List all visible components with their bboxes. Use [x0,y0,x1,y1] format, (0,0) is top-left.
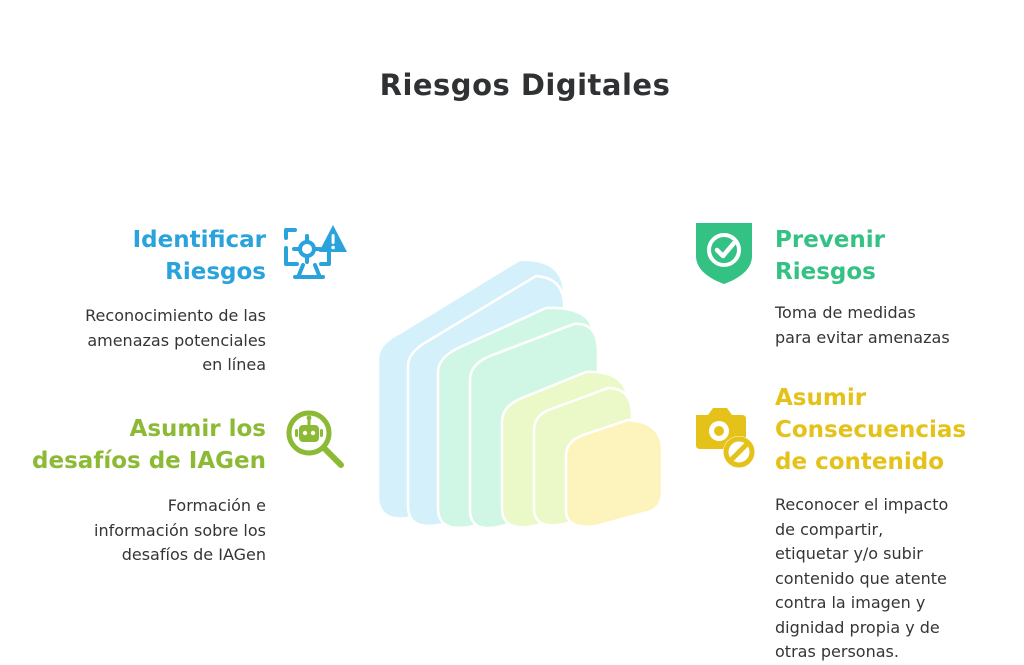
identify-risks-heading: Identificar Riesgos [20,224,266,288]
layered-stack-graphic [378,258,664,530]
heading-line: Riesgos [165,259,266,285]
diagram-title: Riesgos Digitales [379,68,671,102]
heading-line: Asumir [775,385,867,411]
consequences-heading: Asumir Consecuencias de contenido [775,382,1015,478]
identify-risks-description: Reconocimiento de las amenazas potencial… [20,304,266,378]
heading-line: desafíos de IAGen [32,448,266,474]
desc-line: contenido que atente [775,568,947,588]
desc-line: Reconocer el impacto [775,495,949,514]
desc-line: en línea [202,355,266,374]
monitor-warning-icon [284,225,347,279]
stack-layer [564,418,664,528]
heading-line: Riesgos [775,259,876,285]
consequences-description: Reconocer el impacto de compartir, etiqu… [775,493,1015,665]
desc-line: etiquetar y/o subir [775,544,923,563]
desc-line: Reconocimiento de las [85,306,266,325]
assume-challenges-heading: Asumir los desafíos de IAGen [0,413,266,477]
desc-line: amenazas potenciales [87,330,266,350]
heading-line: Asumir los [129,416,266,442]
heading-line: de contenido [775,449,944,475]
desc-line: desafíos de IAGen [121,545,266,564]
prevent-risks-heading: Prevenir Riesgos [775,224,1015,288]
heading-line: Consecuencias [775,417,967,443]
desc-line: contra la imagen y [775,593,926,612]
heading-line: Prevenir [775,227,885,253]
desc-line: Toma de medidas [775,303,916,322]
desc-line: dignidad propia y de [775,617,940,637]
camera-prohibited-icon [696,408,755,468]
desc-line: de compartir, [775,519,884,539]
desc-line: Formación e [167,496,266,515]
heading-line: Identificar [132,227,266,253]
desc-line: otras personas. [775,642,899,661]
desc-line: información sobre los [94,520,266,540]
assume-challenges-description: Formación e información sobre los desafí… [20,494,266,568]
robot-magnifier-icon [286,410,344,468]
shield-check-icon [696,223,752,284]
desc-line: para evitar amenazas [775,327,950,347]
prevent-risks-description: Toma de medidas para evitar amenazas [775,301,1015,350]
